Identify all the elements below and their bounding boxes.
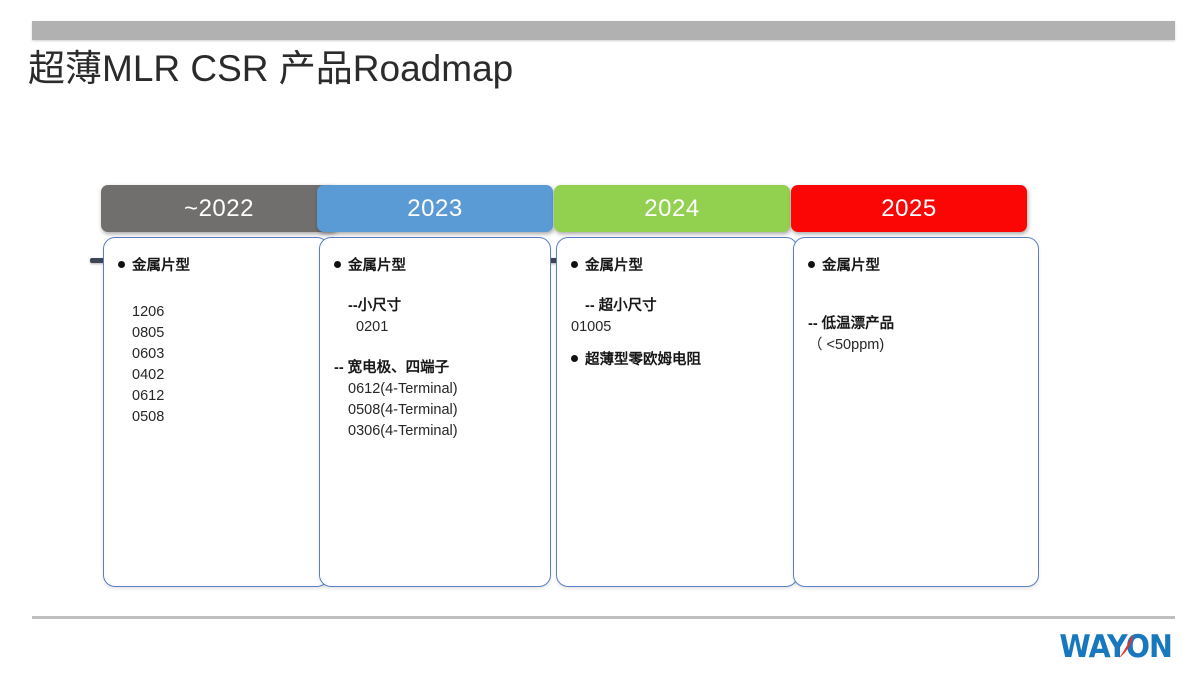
spacer [808,302,1024,314]
list-item: 0508(4-Terminal) [348,402,458,418]
list-item: 0306(4-Terminal) [348,423,458,439]
list-item: 0805 [132,325,165,341]
bullet-dot-icon [118,261,125,268]
bullet-dot-icon [334,261,341,268]
column-header-2023[interactable]: 2023 [317,185,553,232]
card-bullet: 金属片型 [808,256,1024,276]
list-item: 0201 [356,319,389,335]
roadmap-column-2022: ~2022 金属片型 1206 0805 0603 0402 0612 0508 [101,185,337,587]
list-item: 0402 [132,367,165,383]
logo-wordmark: WAYON [1059,629,1173,665]
page-title: 超薄MLR CSR 产品Roadmap [28,48,514,89]
list-item: 0612(4-Terminal) [348,381,458,397]
column-header-2022[interactable]: ~2022 [101,185,337,232]
spacer [571,276,783,296]
card-subsection-heading: -- 超小尺寸 [585,298,657,314]
card-subsection-heading: -- 宽电极、四端子 [334,360,450,376]
footer-divider [32,616,1175,619]
column-header-2024[interactable]: 2024 [554,185,790,232]
bullet-dot-icon [808,261,815,268]
column-card-2025: 金属片型 -- 低温漂产品 （ <50ppm) [793,237,1039,587]
header-accent-band [32,21,1175,40]
card-subsection-heading: --小尺寸 [348,298,402,314]
bullet-dot-icon [571,261,578,268]
column-card-2022: 金属片型 1206 0805 0603 0402 0612 0508 [103,237,329,587]
card-subsection-heading: -- 低温漂产品 [808,316,895,332]
timeline [0,120,1200,274]
list-item: 1206 [132,304,165,320]
card-bullet: 金属片型 [118,256,314,276]
list-item: 0603 [132,346,165,362]
spacer [571,338,783,350]
card-bullet: 金属片型 [334,256,536,276]
roadmap-column-2024: 2024 金属片型 -- 超小尺寸 01005 超薄型零欧姆电阻 [554,185,798,587]
size-list: 1206 0805 0603 0402 0612 0508 [118,302,314,428]
roadmap-column-2023: 2023 金属片型 --小尺寸 0201 -- 宽电极、四端子 0612(4-T… [317,185,553,587]
list-item: 01005 [571,319,612,335]
wayon-logo: WAYON [1028,629,1173,665]
spacer [808,276,1024,302]
card-bullet: 超薄型零欧姆电阻 [571,350,783,370]
roadmap-column-2025: 2025 金属片型 -- 低温漂产品 （ <50ppm) [791,185,1039,587]
spacer [334,276,536,296]
timeline-axis-line [90,258,1016,263]
card-bullet-label: 金属片型 [132,258,190,274]
card-bullet-label: 金属片型 [348,258,406,274]
card-bullet-label: 金属片型 [585,258,643,274]
spacer [334,338,536,358]
column-header-2025[interactable]: 2025 [791,185,1027,232]
card-bullet: 金属片型 [571,256,783,276]
roadmap-columns: ~2022 金属片型 1206 0805 0603 0402 0612 0508… [0,185,1200,587]
card-bullet-label: 金属片型 [822,258,880,274]
column-card-2023: 金属片型 --小尺寸 0201 -- 宽电极、四端子 0612(4-Termin… [319,237,551,587]
bullet-dot-icon [571,355,578,362]
list-item: （ <50ppm) [808,337,885,353]
list-item: 0612 [132,388,165,404]
card-bullet-label: 超薄型零欧姆电阻 [585,352,701,368]
spacer [118,276,314,302]
column-card-2024: 金属片型 -- 超小尺寸 01005 超薄型零欧姆电阻 [556,237,798,587]
list-item: 0508 [132,409,165,425]
